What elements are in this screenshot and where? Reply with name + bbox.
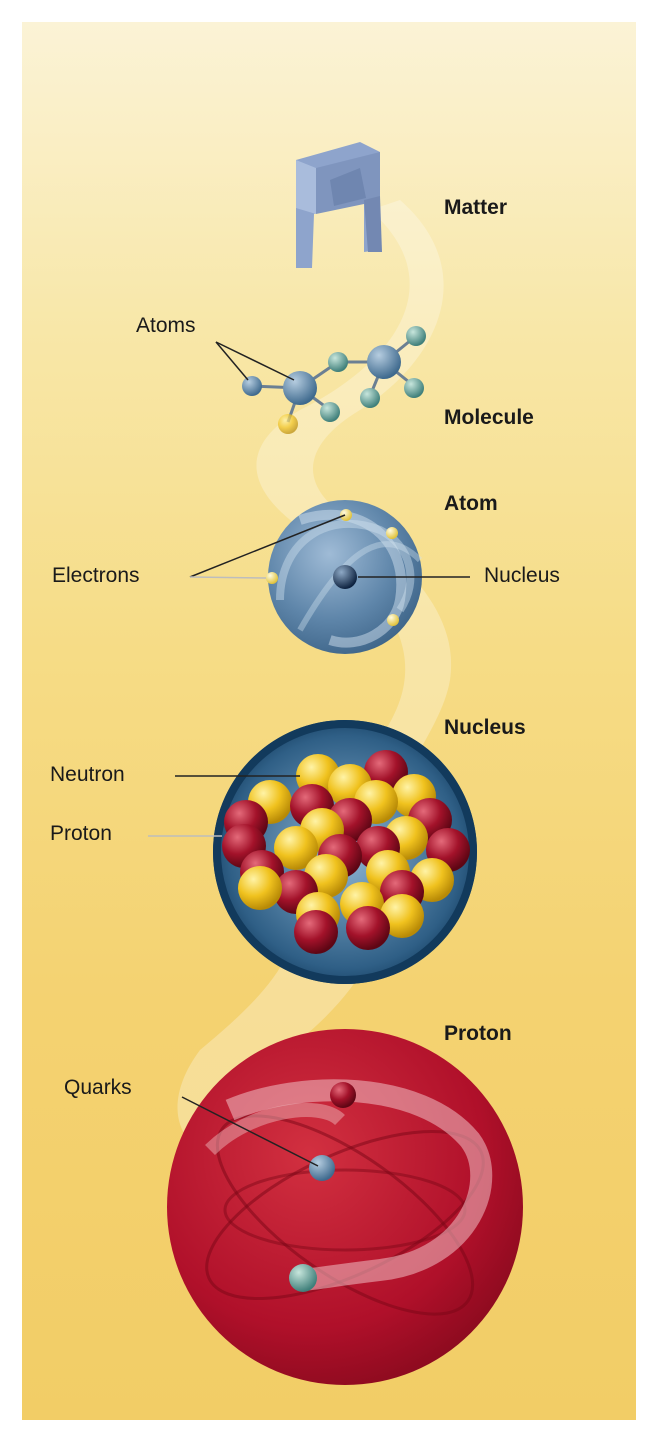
chair-illustration xyxy=(296,142,382,268)
electron xyxy=(340,509,352,521)
molecule-atom xyxy=(328,352,348,372)
callout-electrons: Electrons xyxy=(52,564,140,588)
level-label-matter: Matter xyxy=(444,196,507,220)
level-label-atom: Atom xyxy=(444,492,498,516)
quark xyxy=(309,1155,335,1181)
electron xyxy=(386,527,398,539)
proton-ball xyxy=(294,910,338,954)
proton-ball xyxy=(346,906,390,950)
molecule-atom xyxy=(404,378,424,398)
atom-nucleus xyxy=(333,565,357,589)
callout-proton: Proton xyxy=(50,822,112,846)
callout-atoms: Atoms xyxy=(136,314,196,338)
level-label-proton: Proton xyxy=(444,1022,512,1046)
proton-illustration xyxy=(167,1029,523,1385)
electron xyxy=(387,614,399,626)
molecule-atom xyxy=(283,371,317,405)
quark xyxy=(330,1082,356,1108)
molecule-atom xyxy=(367,345,401,379)
level-label-nucleus: Nucleus xyxy=(444,716,526,740)
molecule-atom xyxy=(406,326,426,346)
neutron-ball xyxy=(238,866,282,910)
molecule-atom xyxy=(320,402,340,422)
molecule-atom xyxy=(278,414,298,434)
quark xyxy=(289,1264,317,1292)
molecule-atom xyxy=(242,376,262,396)
callout-nucleus: Nucleus xyxy=(484,564,560,588)
electron xyxy=(266,572,278,584)
callout-quarks: Quarks xyxy=(64,1076,132,1100)
level-label-molecule: Molecule xyxy=(444,406,534,430)
callout-neutron: Neutron xyxy=(50,763,125,787)
molecule-atom xyxy=(360,388,380,408)
